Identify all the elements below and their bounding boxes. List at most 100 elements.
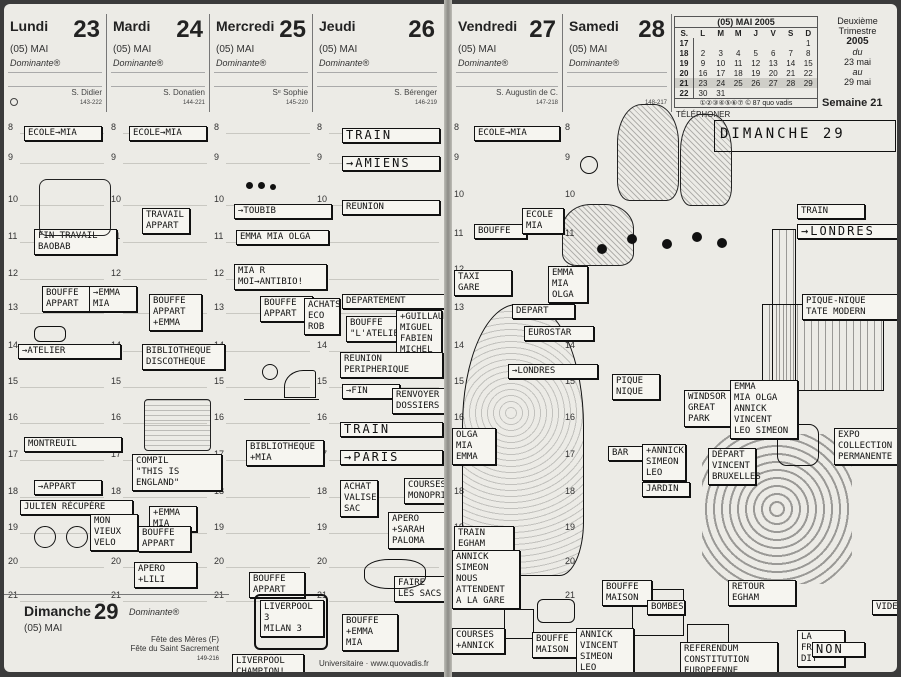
handwritten-note: →LONDRES bbox=[508, 364, 598, 379]
hour-label: 21 bbox=[111, 590, 122, 600]
mini-calendar-head: M bbox=[717, 28, 725, 38]
day-name: Jeudi bbox=[319, 18, 356, 34]
hour-label: 10 bbox=[111, 194, 122, 204]
day-dominante: Dominante® bbox=[458, 58, 509, 68]
mini-calendar-head: J bbox=[753, 28, 758, 38]
car-icon bbox=[537, 599, 575, 623]
handwritten-note: MONTREUIL bbox=[24, 437, 122, 452]
hour-label: 10 bbox=[565, 189, 576, 199]
mini-calendar-cell: 7 bbox=[788, 48, 793, 58]
handwritten-note: TRAIN bbox=[340, 422, 443, 437]
hour-label: 11 bbox=[454, 228, 464, 238]
hour-label: 8 bbox=[454, 122, 460, 132]
mini-calendar-cell: 2 bbox=[700, 48, 706, 58]
divider bbox=[456, 72, 558, 73]
hour-label: 15 bbox=[111, 376, 122, 386]
handwritten-note: ECOLE MIA bbox=[522, 208, 564, 234]
handwritten-note: COMPIL "THIS IS ENGLAND" bbox=[132, 454, 222, 491]
mini-calendar-cell: 13 bbox=[768, 58, 778, 68]
hour-label: 10 bbox=[8, 194, 19, 204]
day-header-dimanche: Dimanche 29 Dominante® (05) MAI Fête des… bbox=[4, 594, 229, 671]
hour-label: 18 bbox=[8, 486, 19, 496]
handwritten-note: EXPO COLLECTION PERMANENTE bbox=[834, 428, 897, 465]
day-name: Samedi bbox=[569, 18, 619, 34]
mini-calendar-cell: 27 bbox=[764, 78, 782, 88]
hour-label: 8 bbox=[214, 122, 220, 132]
handwritten-note: ECOLE→MIA bbox=[129, 126, 207, 141]
handwritten-note: BOUFFE MAISON bbox=[532, 632, 582, 658]
handwritten-note: JARDIN bbox=[642, 482, 690, 497]
mini-calendar-cell: 17 bbox=[716, 68, 726, 78]
hour-label: 15 bbox=[214, 376, 225, 386]
hour-rule bbox=[329, 313, 439, 314]
hour-rule bbox=[123, 423, 207, 424]
hour-label: 19 bbox=[8, 522, 19, 532]
handwritten-note: BIBLIOTHEQUE +MIA bbox=[246, 440, 324, 466]
mini-calendar-head: V bbox=[770, 28, 776, 38]
hour-label: 11 bbox=[8, 231, 18, 241]
mini-calendar-cell: 6 bbox=[770, 48, 776, 58]
day-header-vendredi: Vendredi 27 (05) MAI Dominante® S. Augus… bbox=[452, 14, 563, 112]
mini-calendar-cell: 8 bbox=[806, 48, 811, 58]
footer-brand: Universitaire · www.quovadis.fr bbox=[319, 659, 429, 668]
hour-label: 9 bbox=[8, 152, 14, 162]
handwritten-note: MON VIEUX VELO bbox=[90, 514, 138, 551]
hour-rule bbox=[20, 205, 104, 206]
hour-rule bbox=[20, 533, 104, 534]
handwritten-note: TAXI GARE bbox=[454, 270, 512, 296]
handwritten-note: BAR bbox=[608, 446, 646, 461]
hour-label: 16 bbox=[317, 412, 328, 422]
mini-calendar-cell bbox=[764, 38, 782, 48]
day-month: (05) MAI bbox=[458, 44, 497, 55]
hour-label: 8 bbox=[8, 122, 14, 132]
hour-label: 16 bbox=[8, 412, 19, 422]
handwritten-note: TRAVAIL APPART bbox=[142, 208, 190, 234]
handwritten-note: BOUFFE APPART bbox=[138, 526, 191, 552]
hour-label: 15 bbox=[317, 376, 328, 386]
hour-rule bbox=[123, 601, 207, 602]
mini-calendar-cell: 29 bbox=[799, 78, 817, 88]
mini-calendar-cell: 18 bbox=[733, 68, 743, 78]
hour-rule bbox=[20, 313, 104, 314]
hour-rule bbox=[329, 497, 439, 498]
divider bbox=[214, 86, 308, 87]
day-name: Lundi bbox=[10, 18, 49, 34]
handwritten-note: ACHATS ECO ROB bbox=[304, 298, 341, 335]
handwritten-note: APERO +SARAH PALOMA bbox=[388, 512, 444, 549]
day-number: 28 bbox=[638, 16, 665, 43]
binding-gutter bbox=[444, 0, 452, 677]
mini-calendar-cell: 18 bbox=[675, 48, 694, 58]
mini-calendar-cell bbox=[693, 38, 711, 48]
hour-label: 15 bbox=[454, 376, 465, 386]
mini-calendar-head: S. bbox=[680, 28, 689, 38]
hour-label: 10 bbox=[214, 194, 225, 204]
hour-label: 11 bbox=[565, 228, 574, 238]
bicycle-icon bbox=[34, 512, 89, 550]
day-month: (05) MAI bbox=[113, 44, 152, 55]
handwritten-note: →ATELIER bbox=[18, 344, 121, 359]
handwritten-note: REUNION bbox=[342, 200, 440, 215]
day-number: 25 bbox=[279, 16, 306, 43]
handwritten-note: PIQUE-NIQUE TATE MODERN bbox=[802, 294, 897, 320]
hour-rule bbox=[20, 601, 104, 602]
day-dominante: Dominante® bbox=[216, 58, 267, 68]
day-saint: S. Augustin de C.147-218 bbox=[496, 88, 558, 106]
hour-label: 10 bbox=[454, 189, 465, 199]
mini-calendar-cell: 19 bbox=[675, 58, 694, 68]
divider bbox=[567, 86, 667, 87]
hour-rule bbox=[226, 351, 310, 352]
hour-rule bbox=[329, 242, 439, 243]
hour-label: 13 bbox=[214, 302, 225, 312]
handwritten-note: ANNICK SIMEON NOUS ATTENDENT A LA GARE bbox=[452, 550, 520, 609]
tree-drawing bbox=[617, 104, 679, 201]
hour-label: 12 bbox=[111, 268, 122, 278]
hour-rule bbox=[123, 387, 207, 388]
divider bbox=[317, 86, 437, 87]
mini-calendar-cell: 4 bbox=[735, 48, 741, 58]
train-drawing bbox=[777, 424, 819, 466]
hour-rule bbox=[20, 387, 104, 388]
family-figures-drawing bbox=[244, 182, 280, 200]
